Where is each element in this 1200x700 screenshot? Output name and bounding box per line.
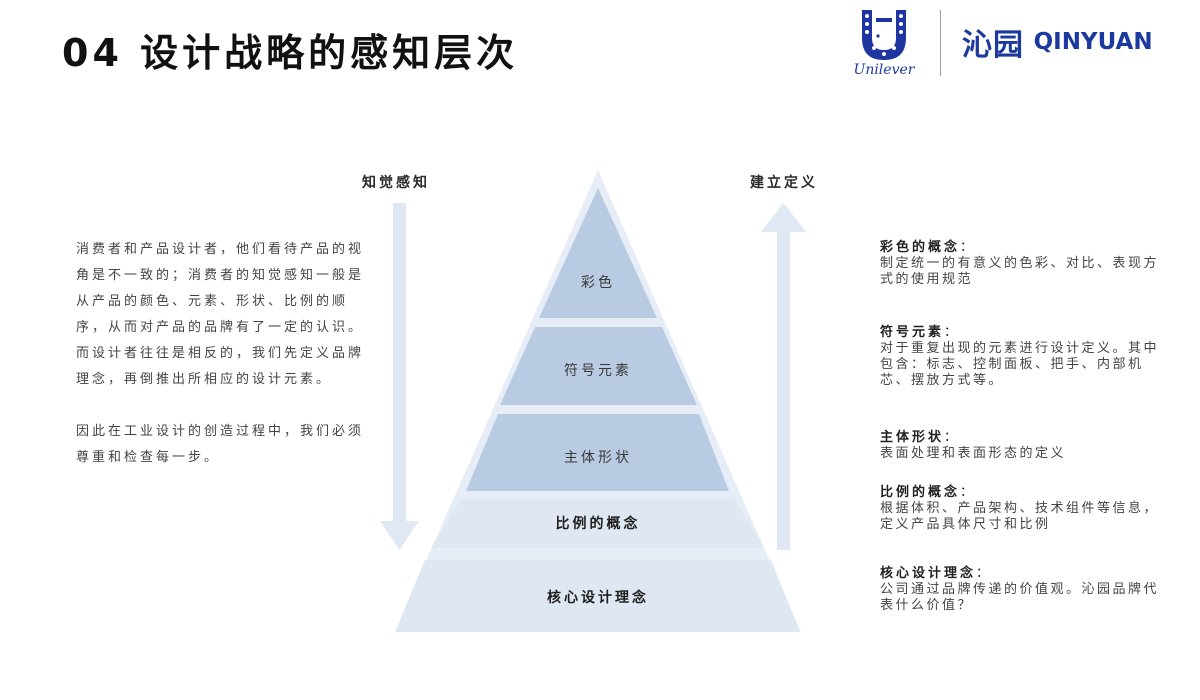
definition-title: 主体形状: [880, 430, 945, 445]
definition-title: 符号元素: [880, 325, 945, 340]
pyramid-tier-proportion: [431, 499, 764, 548]
unilever-logo-icon: [862, 10, 906, 60]
tier-label-core: 核心设计理念: [547, 590, 649, 606]
logo-divider: [940, 10, 941, 76]
perception-label: 知觉感知: [362, 175, 430, 191]
definition-body: 制定统一的有意义的色彩、对比、表现方式的使用规范: [880, 256, 1160, 287]
logo-area: Unilever 沁园 QINYUAN: [850, 6, 1180, 82]
definition-body: 表面处理和表面形态的定义: [880, 446, 1067, 461]
pyramid-tier-color: [539, 188, 657, 318]
tier-label-shape: 主体形状: [564, 450, 632, 466]
definition-sep: ：: [960, 485, 977, 500]
left-paragraph-2: 因此在工业设计的创造过程中，我们必须尊重和检查每一步。: [76, 424, 365, 465]
definition-body: 根据体积、产品架构、技术组件等信息，定义产品具体尺寸和比例: [880, 501, 1160, 532]
pyramid-tier-core: [395, 560, 800, 632]
definition-body: 对于重复出现的元素进行设计定义。其中包含：标志、控制面板、把手、内部机芯、摆放方…: [880, 341, 1160, 388]
definition-proportion: 比例的概念： 根据体积、产品架构、技术组件等信息，定义产品具体尺寸和比例: [880, 485, 1170, 533]
qinyuan-logo-en: QINYUAN: [1033, 29, 1153, 55]
pyramid-tier-symbol: [500, 327, 697, 405]
definition-title: 彩色的概念: [880, 240, 961, 255]
definition-sep: ：: [944, 325, 961, 340]
definition-symbol: 符号元素： 对于重复出现的元素进行设计定义。其中包含：标志、控制面板、把手、内部…: [880, 325, 1170, 389]
page-title: 04 设计战略的感知层次: [62, 31, 519, 75]
left-description: 消费者和产品设计者，他们看待产品的视角是不一致的；消费者的知觉感知一般是从产品的…: [76, 237, 366, 497]
qinyuan-logo-cn: 沁园: [962, 28, 1024, 63]
definition-title: 核心设计理念: [880, 566, 977, 581]
definition-sep: ：: [960, 240, 977, 255]
tier-label-proportion: 比例的概念: [555, 516, 641, 532]
definition-label: 建立定义: [750, 175, 818, 191]
definition-arrow-up: [761, 203, 806, 550]
definition-body: 公司通过品牌传递的价值观。沁园品牌代表什么价值？: [880, 582, 1160, 613]
tier-label-color: 彩色: [581, 275, 615, 291]
definition-sep: ：: [976, 566, 993, 581]
definition-shape: 主体形状： 表面处理和表面形态的定义: [880, 430, 1170, 462]
definition-color: 彩色的概念： 制定统一的有意义的色彩、对比、表现方式的使用规范: [880, 240, 1170, 288]
definition-core: 核心设计理念： 公司通过品牌传递的价值观。沁园品牌代表什么价值？: [880, 566, 1170, 614]
tier-label-symbol: 符号元素: [564, 363, 632, 379]
left-paragraph-1: 消费者和产品设计者，他们看待产品的视角是不一致的；消费者的知觉感知一般是从产品的…: [76, 242, 365, 387]
pyramid-tier-shape: [466, 414, 729, 491]
unilever-wordmark: Unilever: [853, 62, 915, 78]
perception-arrow-down: [380, 203, 419, 550]
definition-sep: ：: [944, 430, 961, 445]
definition-title: 比例的概念: [880, 485, 961, 500]
qinyuan-logo: 沁园 QINYUAN: [962, 20, 1153, 64]
